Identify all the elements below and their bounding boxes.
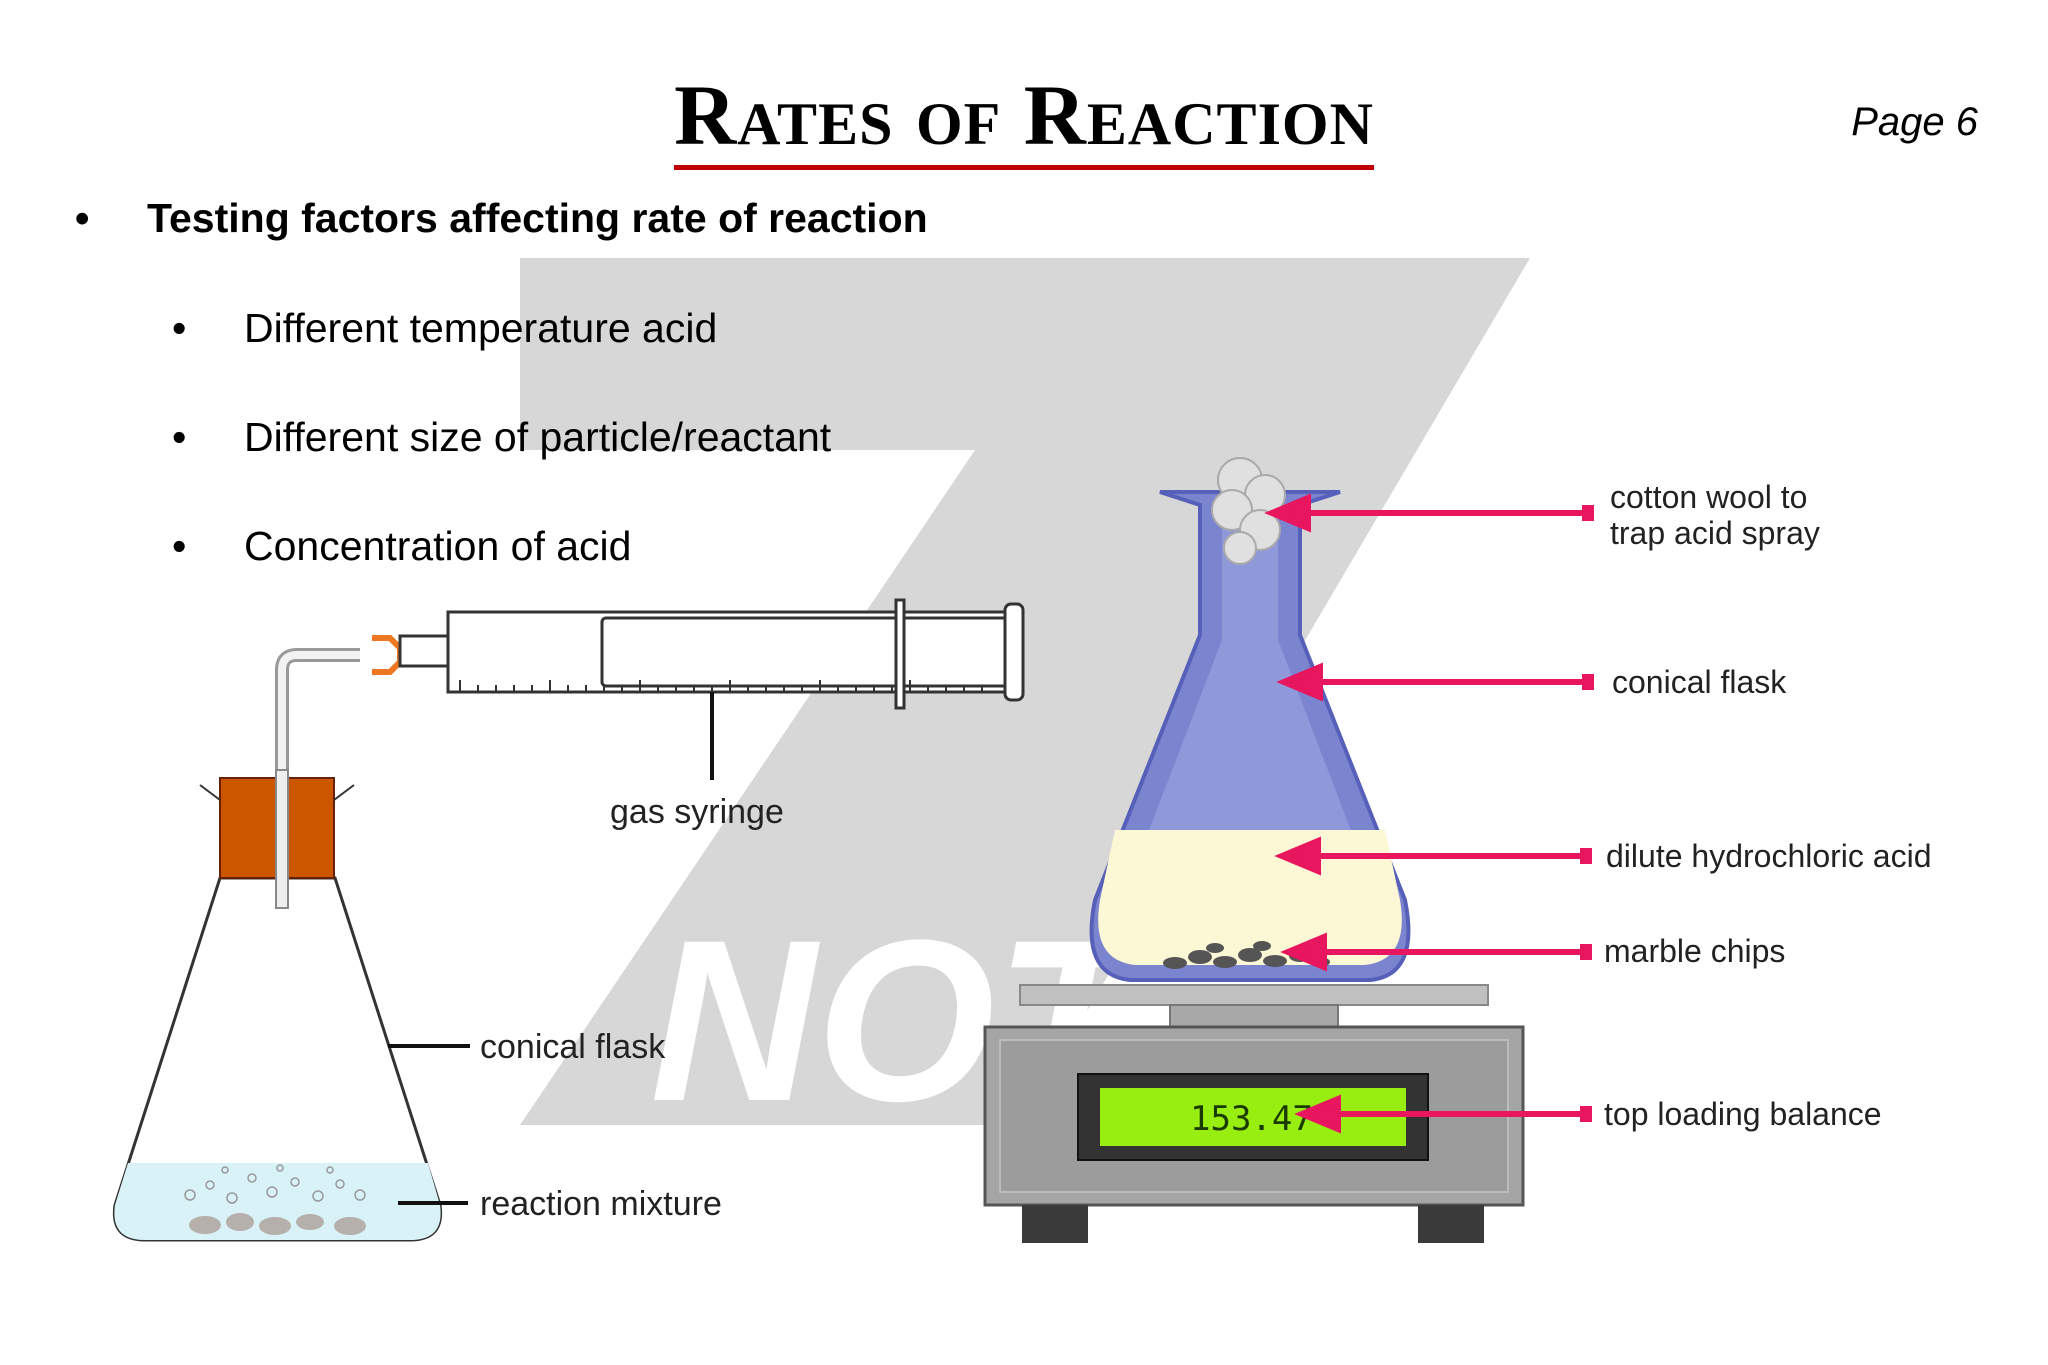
page-title: Rates of Reaction bbox=[0, 67, 2048, 170]
sub-bullet-1: • Different temperature acid bbox=[172, 305, 717, 352]
marble-chips-label: marble chips bbox=[1604, 933, 1785, 969]
gas-syringe-apparatus bbox=[275, 598, 1025, 905]
syringe-scale bbox=[459, 680, 983, 692]
main-bullet-text: Testing factors affecting rate of reacti… bbox=[147, 195, 928, 241]
sub-bullet-3: • Concentration of acid bbox=[172, 523, 631, 570]
left-flask-label: conical flask bbox=[480, 1028, 666, 1066]
main-bullet: • Testing factors affecting rate of react… bbox=[75, 195, 928, 242]
right-flask-label: conical flask bbox=[1612, 664, 1787, 700]
bullet-dot: • bbox=[172, 414, 187, 460]
marble-pieces-left bbox=[189, 1213, 366, 1235]
bullet-dot: • bbox=[172, 305, 187, 351]
cotton-wool-label-2: trap acid spray bbox=[1610, 515, 1820, 551]
left-conical-flask bbox=[112, 769, 470, 1242]
cotton-wool bbox=[1211, 457, 1286, 565]
page-number: Page 6 bbox=[1851, 100, 1978, 144]
bullet-dot: • bbox=[172, 523, 187, 569]
cotton-wool-label-1: cotton wool to bbox=[1610, 479, 1807, 515]
reaction-mixture-label: reaction mixture bbox=[480, 1185, 722, 1223]
sub-bullet-text: Different temperature acid bbox=[244, 305, 718, 351]
sub-bullet-text: Different size of particle/reactant bbox=[244, 414, 832, 460]
sub-bullet-2: • Different size of particle/reactant bbox=[172, 414, 831, 461]
gas-bubbles bbox=[184, 1164, 366, 1204]
acid-label: dilute hydrochloric acid bbox=[1606, 838, 1932, 874]
balance-reading: 153.47 bbox=[1190, 1099, 1313, 1139]
watermark-logo: NOTES bbox=[520, 258, 1530, 1149]
balance-label: top loading balance bbox=[1604, 1096, 1882, 1132]
gas-syringe-label: gas syringe bbox=[610, 793, 784, 831]
right-conical-flask bbox=[1089, 457, 1411, 982]
label-arrows bbox=[1264, 493, 1594, 1134]
bullet-dot: • bbox=[75, 195, 90, 241]
sub-bullet-text: Concentration of acid bbox=[244, 523, 632, 569]
